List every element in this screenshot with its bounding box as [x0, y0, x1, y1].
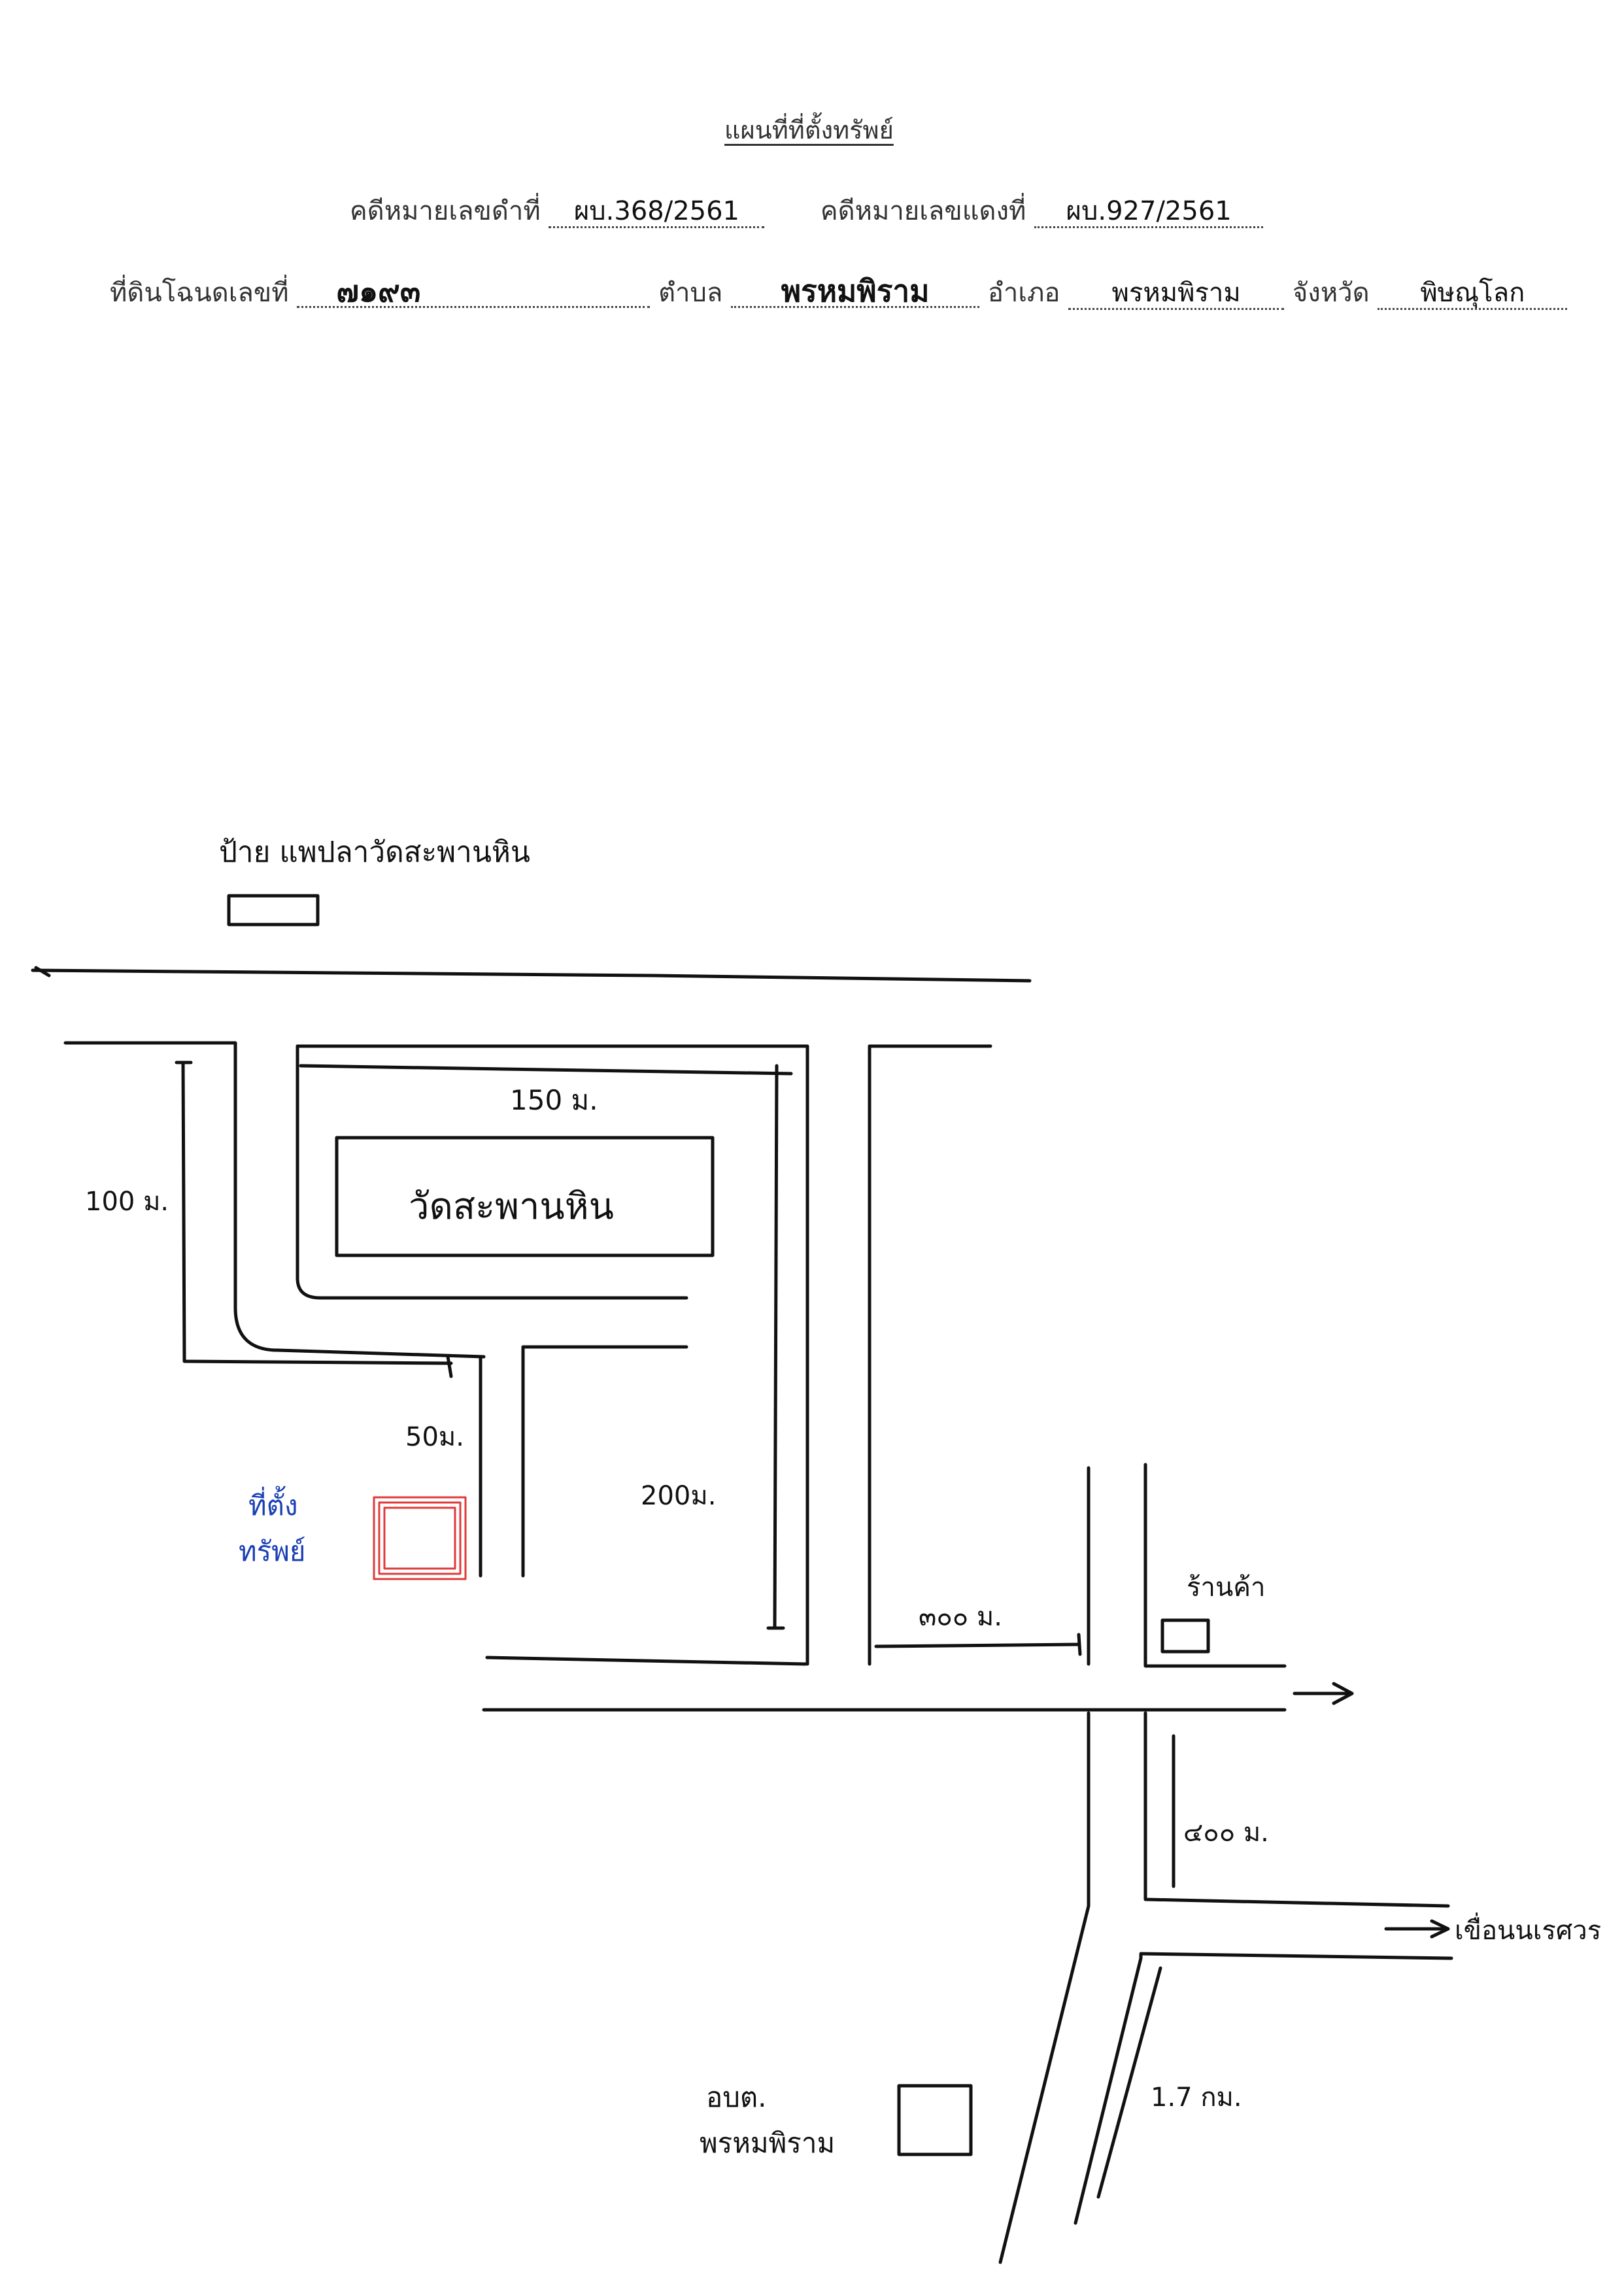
dim-50-label: 50ม.: [405, 1422, 464, 1452]
district-label: อำเภอ: [987, 278, 1060, 308]
dim-100-label: 100 ม.: [85, 1187, 169, 1217]
temple-label: วัดสะพานหิน: [409, 1185, 614, 1228]
shop-label: ร้านค้า: [1187, 1572, 1266, 1603]
dim-300-end: [1077, 1633, 1082, 1656]
red-case-label: คดีหมายเลขแดงที่: [820, 196, 1026, 226]
dam-label: เขื่อนนเรศวร: [1455, 1916, 1602, 1946]
map-title: แผนที่ที่ตั้งทรัพย์: [724, 116, 894, 144]
road-lower-upper: [485, 1656, 807, 1666]
dim-150-label: 150 ม.: [510, 1084, 598, 1116]
deed-value: ๗๑๙๓: [297, 276, 651, 308]
main-road-top: [31, 968, 1032, 983]
temple-road-inner: [296, 1044, 688, 1300]
dim-200-label: 200ม.: [641, 1481, 717, 1511]
black-case-value: ผบ.368/2561: [549, 196, 765, 228]
road-east-vert2: [1143, 1463, 1287, 1668]
dim-100-end: [446, 1355, 453, 1378]
sao-label-line1: อบต.: [706, 2081, 767, 2113]
sign-label: ป้าย แพปลาวัดสะพานหิน: [219, 836, 531, 869]
temple-box: [335, 1136, 715, 1257]
property-label-line2: ทรัพย์: [239, 1535, 306, 1567]
soi-right-edge: [521, 1345, 688, 1578]
road-dam-branch: [1139, 1952, 1453, 1960]
deed-row: ที่ดินโฉนดเลขที่ ๗๑๙๓ ตำบล พรหมพิราม อำเ…: [110, 271, 1568, 313]
sao-label-line2: พรหมพิราม: [700, 2127, 836, 2159]
district-value: พรหมพิราม: [1068, 278, 1285, 310]
province-label: จังหวัด: [1292, 278, 1370, 308]
sao-box: [897, 2084, 973, 2156]
shop-box: [1160, 1618, 1210, 1654]
case-number-row: คดีหมายเลขดำที่ ผบ.368/2561 คดีหมายเลขแด…: [350, 190, 1264, 231]
dim-150-line: [299, 1064, 793, 1076]
property-label-line1: ที่ตั้ง: [248, 1489, 298, 1522]
sign-box: [227, 894, 320, 926]
deed-label: ที่ดินโฉนดเลขที่: [110, 278, 289, 308]
road-south-left: [998, 1711, 1091, 2264]
subdistrict-label: ตำบล: [658, 278, 723, 308]
dim-200-line: [773, 1064, 779, 1630]
road-left-block: [63, 1041, 486, 1359]
dim-100-line: [181, 1061, 453, 1365]
province-value: พิษณุโลก: [1378, 278, 1568, 310]
east-arrow: [1293, 1682, 1354, 1705]
road-arrow-mark: [34, 966, 51, 978]
black-case-label: คดีหมายเลขดำที่: [350, 196, 541, 226]
dam-arrow: [1384, 1919, 1450, 1939]
road-south-right: [1143, 1711, 1450, 1908]
dim-300-label: ๓๐๐ ม.: [919, 1602, 1002, 1632]
red-case-value: ผบ.927/2561: [1034, 196, 1264, 228]
dim-300-line: [874, 1642, 1081, 1648]
temple-road-loop: [296, 1044, 809, 1666]
dim-17km-line: [1096, 1966, 1162, 2199]
dim-17km-label: 1.7 กม.: [1151, 2082, 1242, 2113]
subdistrict-value: พรหมพิราม: [731, 276, 980, 308]
road-dam-lower: [1074, 1953, 1143, 2225]
property-marker: [373, 1496, 467, 1580]
dim-400-label: ๔๐๐ ม.: [1183, 1818, 1269, 1848]
